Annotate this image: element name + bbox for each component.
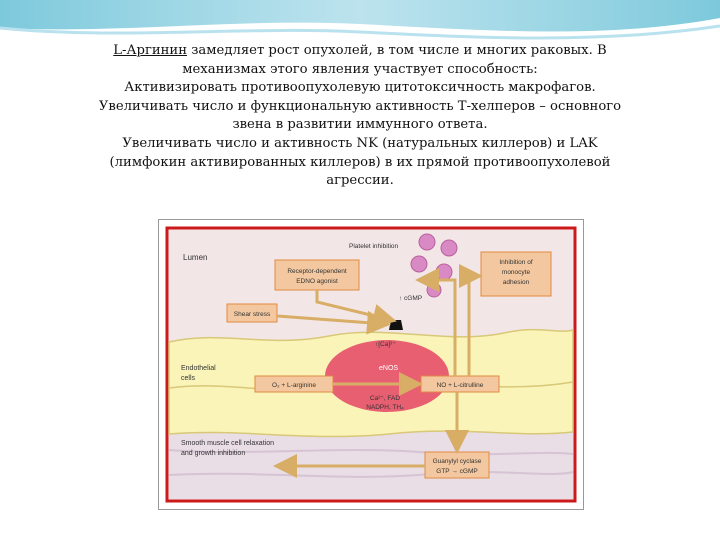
endothelial-label-1: Endothelial — [181, 365, 216, 372]
text-line-1-rest: замедляет рост опухолей, в том числе и м… — [187, 43, 607, 58]
cofactors-label-2: NADPH, TH₄ — [366, 404, 404, 411]
text-line-4: Увеличивать число и функциональную актив… — [98, 98, 622, 114]
cgmp-label: ↑ cGMP — [399, 295, 422, 302]
header-wave-decoration — [0, 0, 720, 40]
no-citrulline-label: NO + L-citrulline — [437, 382, 484, 389]
l-arginine-term: L-Аргинин — [113, 43, 188, 58]
enos-label: eNOS — [379, 365, 398, 372]
text-line-6: Увеличивать число и активность NK (натур… — [122, 135, 598, 151]
platelet-inhibition-label: Platelet inhibition — [349, 243, 399, 250]
calcium-label: ↑[Ca]²⁺ — [375, 341, 396, 348]
receptor-marker — [389, 320, 403, 330]
inhibition-label-1: Inhibition of — [499, 259, 532, 266]
platelet — [418, 233, 436, 251]
receptor-label-1: Receptor-dependent — [287, 268, 346, 275]
cofactors-label-1: Ca²⁺, FAD — [370, 395, 400, 402]
inhibition-label-2: monocyte — [502, 269, 531, 276]
smooth-muscle-region — [169, 423, 573, 499]
inhibition-box — [480, 251, 552, 297]
platelet — [435, 263, 453, 281]
o2-arginine-label: O₂ + L-arginine — [272, 382, 316, 389]
text-line-5: звена в развитии иммунного ответа. — [232, 117, 488, 133]
endothelial-label-2: cells — [181, 375, 196, 382]
smooth-muscle-label-2: and growth inhibition — [181, 450, 245, 457]
shear-stress-label: Shear stress — [234, 311, 271, 318]
text-line-3: Активизировать противоопухолевую цитоток… — [124, 80, 596, 96]
shear-stress-box — [226, 303, 278, 323]
platelet — [426, 282, 442, 298]
text-line-1: L-Аргинин замедляет рост опухолей, в том… — [40, 42, 680, 61]
smooth-muscle-label-1: Smooth muscle cell relaxation — [181, 440, 274, 447]
receptor-agonist-box — [274, 259, 360, 291]
pathway-diagram: Lumen Platelet inhibition Receptor-depen… — [165, 226, 577, 503]
inhibition-label-3: adhesion — [503, 279, 530, 286]
platelet — [410, 255, 428, 273]
text-line-2: механизмах этого явления участвует спосо… — [182, 61, 538, 77]
receptor-label-2: EDNO agonist — [296, 278, 338, 285]
lumen-label: Lumen — [183, 253, 207, 262]
main-text: L-Аргинин замедляет рост опухолей, в том… — [40, 42, 680, 191]
arrow-inhibition — [459, 264, 483, 376]
arrow-shear — [276, 310, 391, 335]
guanylyl-label-1: Guanylyl cyclase — [433, 458, 482, 465]
arrow-platelet — [415, 268, 457, 376]
text-line-7: (лимфокин активированных киллеров) в их … — [109, 154, 611, 170]
no-pathway-figure: Lumen Platelet inhibition Receptor-depen… — [158, 219, 584, 510]
platelet — [440, 239, 458, 257]
guanylyl-label-2: GTP → cGMP — [436, 468, 477, 475]
text-line-8: агрессии. — [326, 173, 394, 189]
